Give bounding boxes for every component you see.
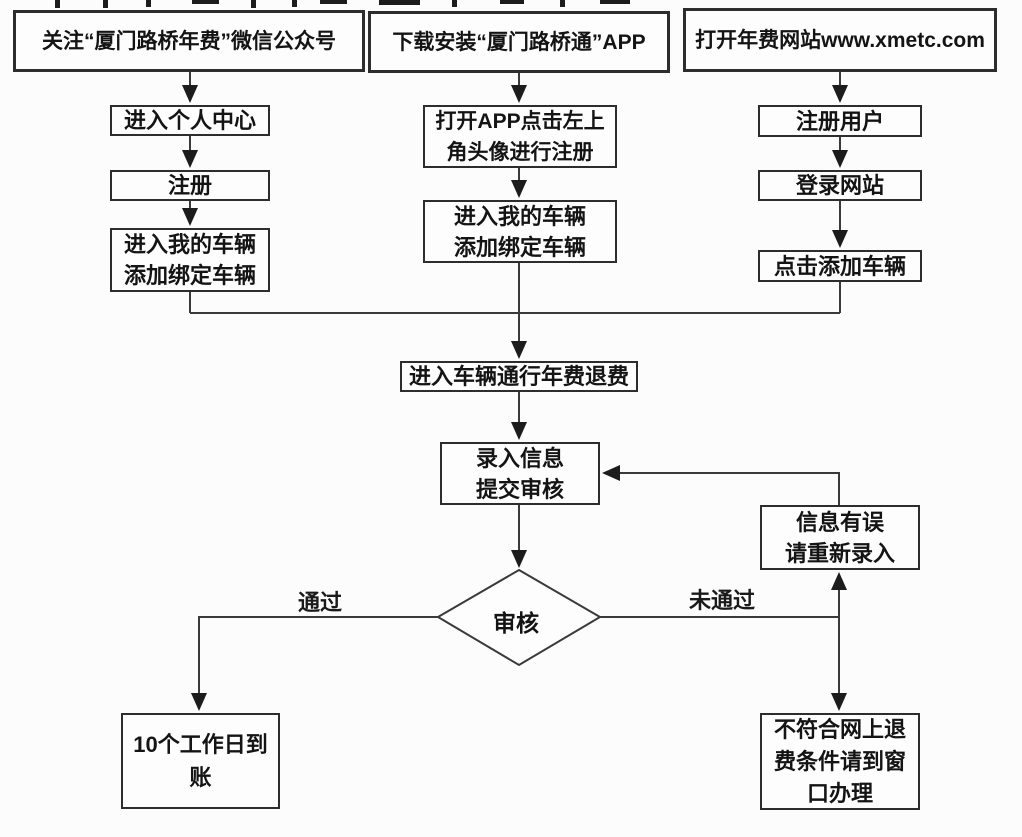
node-app-register-line1: 打开APP点击左上 [435, 109, 605, 133]
node-submit-review-line2: 提交审核 [475, 476, 564, 502]
node-personal-center-label: 进入个人中心 [123, 108, 256, 133]
node-submit-review-line1: 录入信息 [475, 445, 564, 471]
node-window-counter-line2: 费条件请到窗 [773, 748, 906, 774]
node-arrival: 10个工作日到 账 [121, 713, 280, 809]
node-window-counter-line1: 不符合网上退 [773, 716, 906, 742]
node-info-error-line2: 请重新录入 [784, 540, 895, 566]
node-refund-entry: 进入车辆通行年费退费 [400, 361, 638, 392]
node-website-open: 打开年费网站www.xmetc.com [683, 8, 997, 72]
cropped-title-remnant [0, 0, 1022, 10]
node-login-site-label: 登录网站 [795, 173, 884, 198]
node-wechat-follow: 关注“厦门路桥年费”微信公众号 [13, 10, 365, 72]
node-my-vehicle-left-line1: 进入我的车辆 [123, 232, 256, 257]
node-register-user: 注册用户 [758, 105, 922, 137]
node-app-register-line2: 角头像进行注册 [446, 140, 594, 164]
node-my-vehicle-mid-line2: 添加绑定车辆 [453, 234, 586, 260]
node-info-error: 信息有误 请重新录入 [760, 505, 920, 570]
node-review-decision-label: 审核 [493, 610, 539, 636]
node-app-download-label: 下载安装“厦门路桥通”APP [392, 30, 646, 54]
node-click-add-vehicle-label: 点击添加车辆 [773, 253, 906, 279]
node-wechat-follow-label: 关注“厦门路桥年费”微信公众号 [42, 29, 336, 53]
node-my-vehicle-mid-line1: 进入我的车辆 [453, 203, 586, 229]
node-my-vehicle-left: 进入我的车辆 添加绑定车辆 [110, 228, 270, 292]
node-arrival-line1: 10个工作日到 [133, 732, 268, 757]
node-window-counter-line3: 口办理 [806, 780, 873, 806]
node-login-site: 登录网站 [758, 170, 922, 201]
node-refund-entry-label: 进入车辆通行年费退费 [408, 364, 629, 389]
node-register: 注册 [110, 170, 270, 201]
node-register-label: 注册 [167, 173, 212, 198]
node-app-download: 下载安装“厦门路桥通”APP [368, 11, 670, 73]
node-click-add-vehicle: 点击添加车辆 [758, 250, 922, 282]
node-my-vehicle-mid: 进入我的车辆 添加绑定车辆 [423, 200, 617, 263]
node-window-counter: 不符合网上退 费条件请到窗 口办理 [760, 713, 920, 810]
node-personal-center: 进入个人中心 [110, 105, 270, 136]
edge-label-pass: 通过 [297, 590, 342, 615]
node-app-register: 打开APP点击左上 角头像进行注册 [423, 105, 617, 168]
node-register-user-label: 注册用户 [795, 108, 884, 134]
node-website-open-label: 打开年费网站www.xmetc.com [695, 28, 985, 52]
node-my-vehicle-left-line2: 添加绑定车辆 [123, 263, 256, 288]
node-submit-review: 录入信息 提交审核 [440, 442, 600, 505]
node-arrival-line2: 账 [189, 765, 212, 790]
node-info-error-line1: 信息有误 [795, 509, 884, 535]
edge-label-fail: 未通过 [688, 588, 755, 613]
